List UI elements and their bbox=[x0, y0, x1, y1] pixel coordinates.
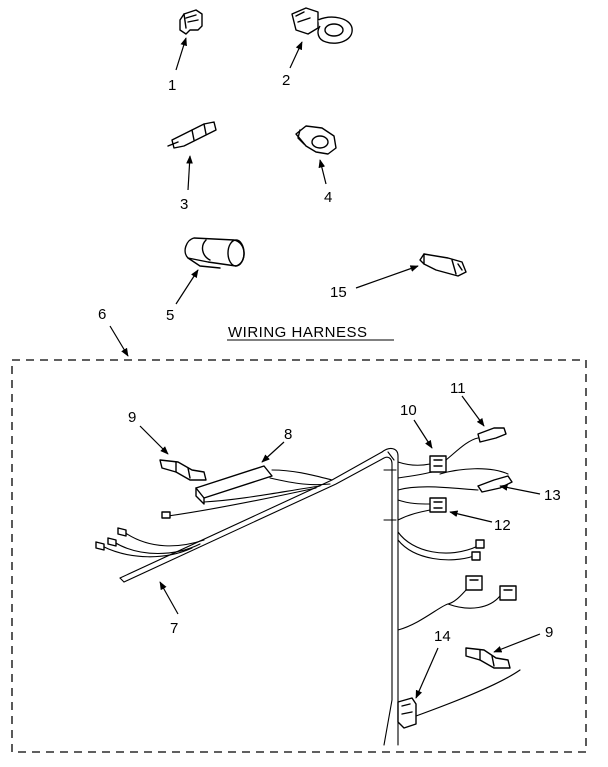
arrow-12 bbox=[449, 510, 493, 523]
arrow-9-right bbox=[493, 633, 541, 653]
callout-6: 6 bbox=[98, 306, 106, 323]
callout-15: 15 bbox=[330, 284, 347, 301]
callout-7: 7 bbox=[170, 620, 178, 637]
part-4-ring-clamp bbox=[295, 125, 337, 155]
callout-8: 8 bbox=[284, 426, 292, 443]
part-3-bracket bbox=[167, 121, 217, 149]
harness-boundary bbox=[11, 359, 587, 753]
right-wire-branches bbox=[397, 531, 517, 631]
arrow-9-left bbox=[139, 425, 169, 455]
callout-11: 11 bbox=[450, 380, 466, 397]
part-14-clip bbox=[397, 669, 521, 729]
part-8-connector-block bbox=[161, 465, 333, 519]
arrow-8 bbox=[261, 441, 285, 463]
callout-14: 14 bbox=[434, 628, 451, 645]
arrow-15 bbox=[355, 265, 419, 289]
part-10-connector bbox=[397, 455, 447, 479]
diagram-title: WIRING HARNESS bbox=[228, 324, 368, 341]
arrow-6 bbox=[109, 325, 129, 357]
part-9-terminal-right bbox=[465, 647, 511, 669]
part-15-connector bbox=[419, 253, 467, 277]
part-13-terminal bbox=[397, 468, 513, 493]
callout-1: 1 bbox=[168, 77, 176, 94]
part-1-clip bbox=[179, 9, 203, 35]
callout-9-left: 9 bbox=[128, 409, 136, 426]
arrow-10 bbox=[413, 419, 433, 449]
callout-2: 2 bbox=[282, 72, 290, 89]
callout-9-right: 9 bbox=[545, 624, 553, 641]
arrow-13 bbox=[499, 484, 541, 495]
callout-12: 12 bbox=[494, 517, 511, 534]
part-9-terminal-left bbox=[159, 459, 207, 481]
part-12-connector bbox=[397, 497, 447, 521]
part-2-clamp bbox=[291, 7, 353, 44]
arrow-2 bbox=[289, 41, 303, 69]
arrow-3 bbox=[186, 155, 193, 191]
arrow-14 bbox=[415, 647, 439, 699]
part-5-sleeve bbox=[184, 237, 245, 269]
part-7-wire-branches bbox=[95, 527, 205, 558]
callout-4: 4 bbox=[324, 189, 332, 206]
arrow-11 bbox=[461, 395, 485, 427]
arrow-5 bbox=[175, 269, 199, 305]
callout-13: 13 bbox=[544, 487, 561, 504]
callout-3: 3 bbox=[180, 196, 188, 213]
part-11-terminal bbox=[445, 427, 507, 461]
harness-trunk bbox=[119, 447, 399, 746]
arrow-1 bbox=[175, 37, 187, 71]
callout-10: 10 bbox=[400, 402, 417, 419]
callout-5: 5 bbox=[166, 307, 174, 324]
arrow-4 bbox=[318, 159, 327, 185]
arrow-7 bbox=[159, 581, 179, 615]
